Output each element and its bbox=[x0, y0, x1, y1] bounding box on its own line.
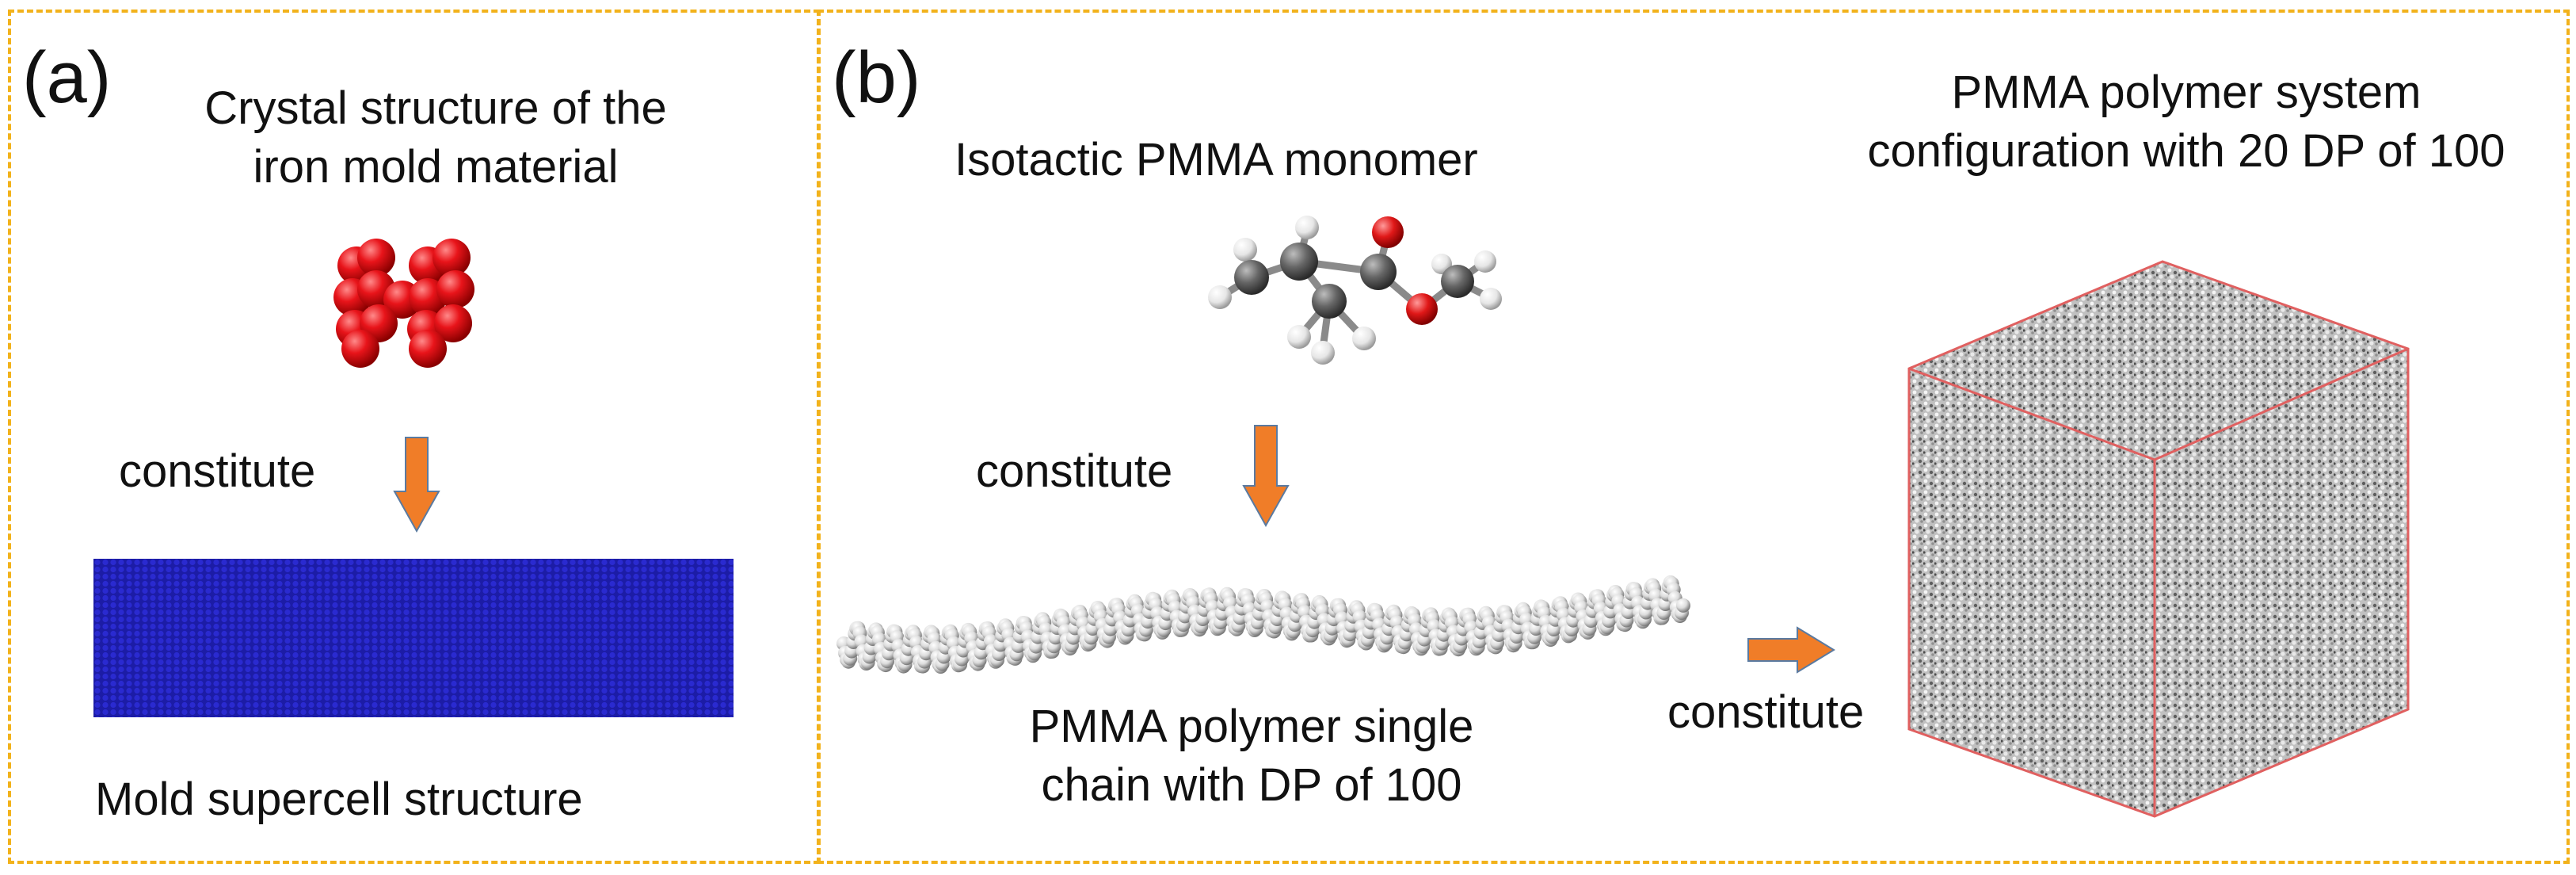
iron-atom bbox=[409, 330, 447, 368]
pmma-single-chain bbox=[836, 575, 1690, 674]
chain-caption: PMMA polymer single chain with DP of 100 bbox=[911, 697, 1592, 814]
panel-b bbox=[817, 10, 2570, 864]
down-arrow-a bbox=[393, 437, 440, 533]
iron-atom bbox=[433, 239, 471, 277]
monomer-title: Isotactic PMMA monomer bbox=[955, 134, 1478, 185]
iron-atom bbox=[436, 270, 474, 308]
chain-caption-line2: chain with DP of 100 bbox=[1041, 758, 1462, 811]
pmma-polymer-system-box bbox=[1907, 260, 2410, 818]
down-arrow-b bbox=[1242, 425, 1290, 528]
iron-atom bbox=[434, 304, 472, 342]
panel-b-down-arrow-label: constitute bbox=[976, 445, 1173, 497]
chain-caption-line1: PMMA polymer single bbox=[1029, 701, 1474, 752]
pmma-monomer-model bbox=[1208, 216, 1502, 365]
iron-atom bbox=[341, 330, 379, 368]
crystal-title-line2: iron mold material bbox=[253, 140, 619, 193]
right-arrow-b bbox=[1747, 626, 1835, 674]
crystal-title: Crystal structure of the iron mold mater… bbox=[119, 79, 753, 196]
mold-supercell bbox=[93, 559, 734, 717]
system-title-line1: PMMA polymer system bbox=[1951, 67, 2422, 118]
panel-a-label: (a) bbox=[22, 37, 112, 118]
iron-atom bbox=[357, 239, 395, 277]
panel-a-arrow-label: constitute bbox=[119, 445, 316, 497]
system-title-line2: configuration with 20 DP of 100 bbox=[1867, 124, 2506, 177]
crystal-title-line1: Crystal structure of the bbox=[204, 82, 667, 134]
panel-b-right-arrow-label: constitute bbox=[1667, 686, 1865, 738]
chain-bead bbox=[1676, 598, 1690, 613]
supercell-caption: Mold supercell structure bbox=[95, 774, 583, 825]
panel-b-label: (b) bbox=[832, 37, 921, 118]
system-title: PMMA polymer system configuration with 2… bbox=[1822, 63, 2551, 180]
iron-crystal-structure bbox=[333, 239, 474, 368]
